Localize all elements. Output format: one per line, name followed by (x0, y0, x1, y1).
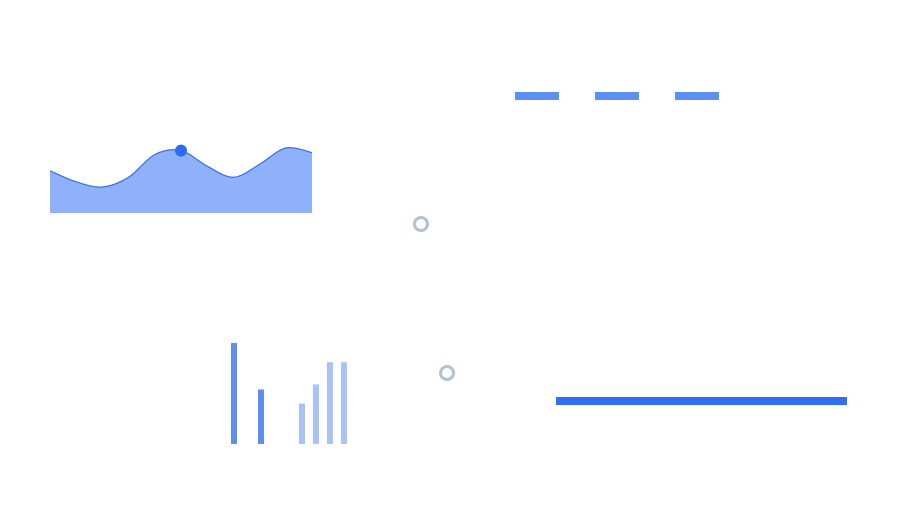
highlight-point (175, 144, 187, 157)
area-series-fill (50, 147, 312, 213)
bar-chart (231, 343, 347, 444)
ring-icon (439, 365, 455, 381)
dash-mark (595, 92, 639, 100)
bar-mark (258, 389, 264, 444)
ring-icon (413, 216, 429, 232)
bar-mark (327, 362, 333, 444)
bar-mark (231, 343, 237, 444)
dash-mark (675, 92, 719, 100)
area-chart (49, 144, 313, 213)
dash-mark (515, 92, 559, 100)
bar-mark (313, 384, 319, 444)
bar-mark (341, 362, 347, 444)
dash-row (515, 92, 719, 100)
horizontal-line (556, 397, 847, 405)
bar-mark (299, 403, 305, 444)
